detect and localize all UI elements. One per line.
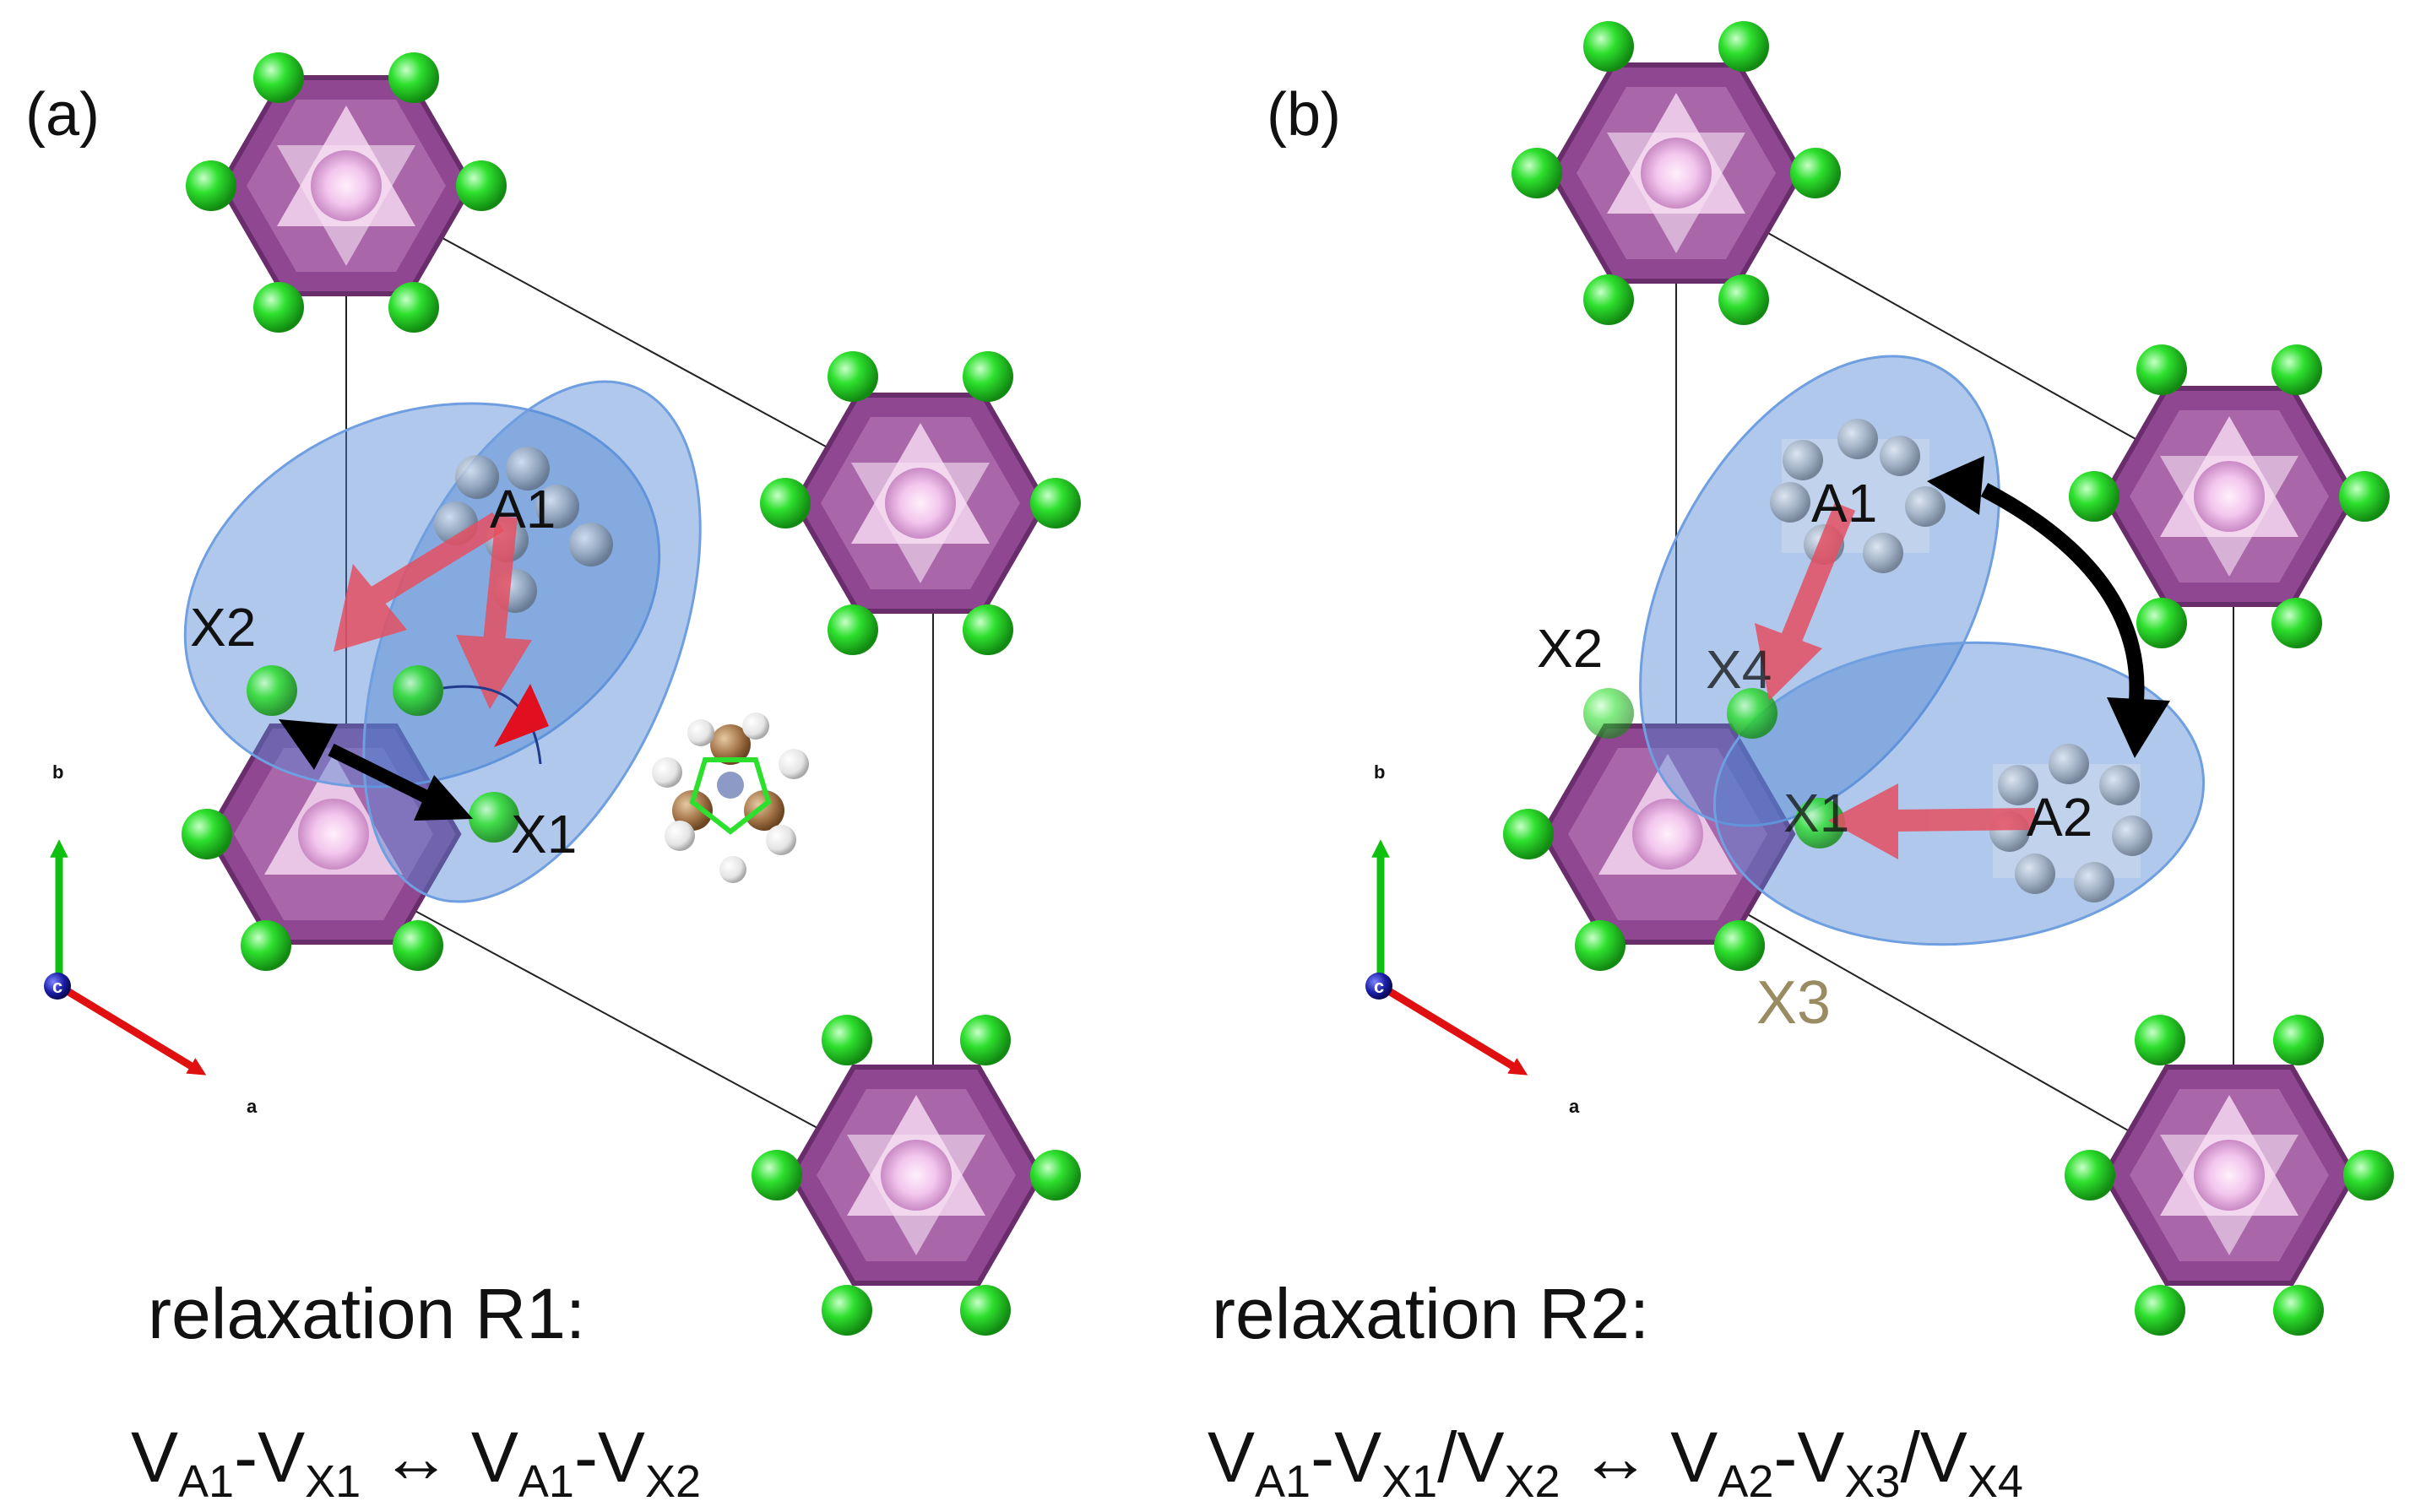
panel-a: (a) [25, 52, 1081, 1507]
halide-atom [2136, 598, 2187, 648]
halide-site-x1 [469, 792, 519, 843]
halide-atom [2273, 1015, 2324, 1065]
halide-atom [2069, 471, 2119, 522]
axes-indicator-b: b c a [1365, 761, 1580, 1117]
axis-label-a: a [247, 1096, 258, 1117]
axis-label-b: b [52, 761, 63, 783]
halide-atom [2271, 344, 2322, 395]
octahedron-b-top [1512, 21, 1841, 325]
halide-atom [1790, 148, 1841, 198]
site-label-a1: A1 [1811, 473, 1877, 534]
halide-atom [1512, 148, 1562, 198]
halide-atom [186, 160, 236, 211]
site-label-a1: A1 [490, 479, 556, 539]
halide-atom [2136, 344, 2187, 395]
halide-atom [960, 1285, 1011, 1336]
octahedron-a-left [182, 723, 462, 971]
rotation-guide-arc [442, 685, 542, 765]
halide-site-x2 [1583, 688, 1634, 739]
octahedron-b-left [1503, 723, 1796, 971]
halide-atom [828, 604, 878, 655]
halide-atom [2135, 1285, 2185, 1336]
halide-atom [822, 1015, 872, 1065]
axes-indicator-a: b c a [44, 761, 258, 1117]
halide-atom [1030, 478, 1081, 528]
halide-atom [1503, 809, 1554, 859]
exchange-arrow [1927, 456, 2170, 758]
halide-atom [828, 351, 878, 402]
site-label-x2: X2 [1537, 618, 1603, 679]
migration-arrow [1755, 502, 1856, 701]
site-label-x1: X1 [1783, 783, 1849, 843]
site-label-x3: X3 [1756, 969, 1831, 1037]
halide-site-x2 [247, 665, 297, 716]
caption-equation-a: VA1-VX1 ↔ VA1-VX2 [131, 1417, 701, 1507]
halide-atom [1583, 21, 1634, 72]
halide-atom [822, 1285, 872, 1336]
organic-cation-a1 [1770, 419, 1946, 573]
halide-atom [388, 52, 439, 103]
halide-atom [963, 604, 1013, 655]
site-label-x2: X2 [190, 597, 256, 658]
halide-site-x1 [1794, 798, 1845, 848]
axis-label-b: b [1374, 761, 1385, 783]
caption-equation-b: VA1-VX1/VX2 ↔ VA2-VX3/VX4 [1208, 1417, 2023, 1507]
halide-atom [760, 478, 811, 528]
panel-b-label: (b) [1267, 81, 1341, 149]
halide-atom [182, 809, 232, 859]
halide-atom [1030, 1150, 1081, 1200]
migration-arrow [334, 512, 504, 652]
halide-atom [2065, 1150, 2115, 1200]
halide-atom [1718, 21, 1769, 72]
halide-site-x4 [1727, 688, 1777, 739]
halide-atom [241, 920, 291, 971]
halide-atom [456, 160, 507, 211]
halide-atom [253, 282, 304, 333]
halide-atom [393, 920, 443, 971]
organic-cation-molecule [652, 713, 809, 883]
panel-a-label: (a) [25, 81, 100, 149]
halide-atom [1583, 274, 1634, 325]
octahedron-a-right [760, 351, 1081, 655]
halide-atom [1575, 920, 1625, 971]
halide-atom [960, 1015, 1011, 1065]
halide-atom [963, 351, 1013, 402]
halide-site-x3 [1714, 920, 1765, 971]
octahedron-a-bottom-right [752, 1015, 1081, 1336]
site-label-a2: A2 [2027, 787, 2092, 848]
halide-atom [388, 282, 439, 333]
axis-label-c: c [1374, 976, 1384, 997]
halide-atom [2135, 1015, 2185, 1065]
exchange-arrow [279, 719, 473, 821]
site-label-x1: X1 [511, 804, 577, 864]
halide-atom [253, 52, 304, 103]
octahedron-a-top [186, 52, 507, 333]
caption-title-a: relaxation R1: [148, 1274, 585, 1353]
octahedron-b-right [2069, 344, 2390, 648]
caption-title-b: relaxation R2: [1212, 1274, 1649, 1353]
organic-cation-a2 [1989, 744, 2152, 902]
halide-atom [2339, 471, 2390, 522]
octahedron-b-bottom-right [2065, 1015, 2394, 1336]
site-label-x4: X4 [1706, 639, 1772, 700]
halide-atom [2271, 598, 2322, 648]
axis-label-a: a [1569, 1096, 1580, 1117]
panel-b: (b) [1208, 21, 2394, 1507]
halide-atom [393, 665, 443, 716]
halide-atom [2273, 1285, 2324, 1336]
rotation-arrow-head [494, 684, 549, 747]
migration-arrow [456, 515, 532, 709]
halide-atom [1718, 274, 1769, 325]
migration-arrow [1828, 783, 2036, 859]
halide-atom [752, 1150, 802, 1200]
halide-atom [2343, 1150, 2394, 1200]
axis-label-c: c [52, 976, 62, 997]
